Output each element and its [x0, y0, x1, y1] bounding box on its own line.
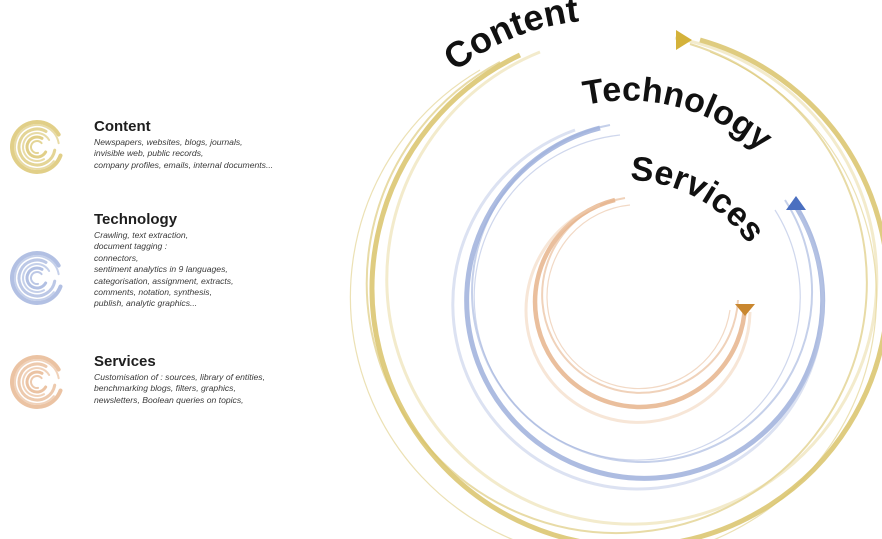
- swirl-stroke: [30, 271, 43, 285]
- swirl-stroke: [30, 140, 43, 154]
- description-line: invisible web, public records,: [94, 148, 204, 159]
- swirl-stroke: [10, 355, 63, 409]
- technology-swirl-icon: [10, 251, 63, 305]
- ring-label-services: Services: [629, 150, 772, 250]
- swirl-stroke: [30, 375, 43, 389]
- description-line: document tagging :: [94, 241, 168, 252]
- technology-ring: [451, 124, 826, 491]
- services-swirl-icon: [10, 355, 63, 409]
- description-line: categorisation, assignment, extracts,: [94, 275, 234, 286]
- description-line: Customisation of : sources, library of e…: [94, 372, 265, 382]
- description-line: newsletters, Boolean queries on topics,: [94, 394, 244, 405]
- swirl-stroke: [22, 367, 51, 397]
- legend-description-services: Customisation of : sources, library of e…: [94, 372, 384, 406]
- ring-label-technology: Technology: [580, 70, 780, 157]
- swirl-stroke: [14, 255, 60, 301]
- content-arrow-icon: [676, 30, 692, 50]
- legend-title-services: Services: [94, 353, 156, 370]
- description-line: Crawling, text extraction,: [94, 230, 189, 240]
- description-line: Newspapers, websites, blogs, journals,: [94, 137, 243, 147]
- swirl-stroke: [25, 135, 48, 159]
- swirl-stroke: [22, 132, 51, 162]
- description-line: connectors,: [94, 252, 139, 263]
- swirl-stroke: [25, 370, 48, 394]
- swirl-stroke: [17, 127, 57, 167]
- legend-description-technology: Crawling, text extraction, document tagg…: [94, 230, 384, 310]
- description-line: benchmarking blogs, filters, graphics,: [94, 383, 236, 394]
- content-ring: [349, 36, 882, 539]
- content-swirl-icon: [10, 120, 63, 174]
- description-line: comments, notation, synthesis,: [94, 287, 212, 298]
- swirl-stroke: [25, 266, 48, 290]
- services-ring: [524, 197, 752, 424]
- swirl-stroke: [17, 258, 57, 298]
- swirl-stroke: [10, 120, 63, 174]
- swirl-stroke: [17, 362, 57, 402]
- swirl-stroke: [14, 359, 60, 405]
- description-line: sentiment analytics in 9 languages,: [94, 264, 228, 275]
- legend-description-content: Newspapers, websites, blogs, journals, i…: [94, 137, 384, 171]
- swirl-stroke: [22, 263, 51, 293]
- swirl-stroke: [14, 124, 60, 170]
- technology-arrow-icon: [786, 196, 806, 210]
- description-line: publish, analytic graphics...: [94, 298, 198, 309]
- legend-title-content: Content: [94, 118, 151, 135]
- description-line: company profiles, emails, internal docum…: [94, 159, 274, 170]
- swirl-stroke: [10, 251, 63, 305]
- services-arrow-icon: [735, 304, 755, 316]
- legend-title-technology: Technology: [94, 211, 178, 228]
